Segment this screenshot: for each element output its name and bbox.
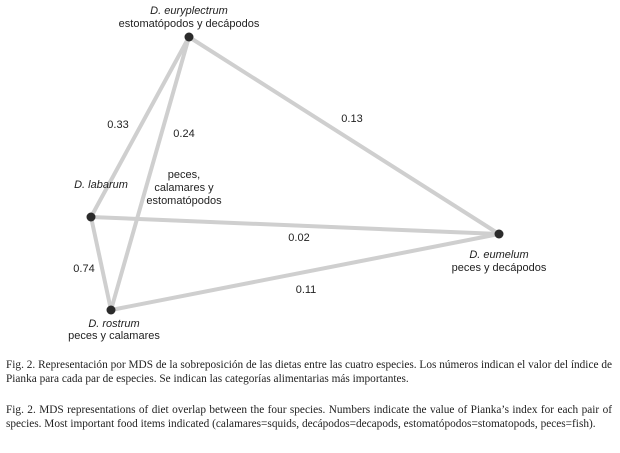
label-rostrum-diet: peces y calamares [68, 330, 160, 342]
label-labarum-diet-line-3: estomatópodos [146, 195, 222, 207]
label-labarum-diet-line-2: calamares y [154, 182, 214, 194]
edge-labarum-rostrum [89, 215, 113, 312]
edge-rostrum-euryplectrum [109, 35, 191, 312]
edge-rostrum-eumelum [109, 232, 501, 312]
label-rostrum-name: D. rostrum [88, 318, 139, 330]
figure-caption-spanish: Fig. 2. Representación por MDS de la sob… [6, 359, 612, 385]
value-labarum-eumelum: 0.02 [288, 232, 309, 244]
label-eumelum-diet: peces y decápodos [452, 262, 547, 274]
edge-labarum-eumelum [89, 215, 501, 236]
label-euryplectrum-diet: estomatópodos y decápodos [119, 18, 260, 30]
value-labarum-rostrum: 0.74 [73, 263, 94, 275]
value-labarum-euryplectrum: 0.33 [107, 119, 128, 131]
node-eumelum [494, 229, 504, 239]
label-eumelum-name: D. eumelum [469, 249, 528, 261]
label-labarum-name: D. labarum [74, 179, 128, 191]
mds-diagram: D. euryplectrum estomatópodos y decápodo… [68, 5, 547, 342]
figure-caption-english: Fig. 2. MDS representations of diet over… [6, 404, 612, 430]
node-euryplectrum [184, 32, 194, 42]
label-euryplectrum-name: D. euryplectrum [150, 5, 228, 17]
value-rostrum-eumelum: 0.11 [296, 284, 317, 296]
node-labarum [86, 212, 96, 222]
label-labarum-diet-line-1: peces, [168, 169, 200, 181]
value-rostrum-euryplectrum: 0.24 [173, 128, 194, 140]
edge-euryplectrum-eumelum [187, 35, 501, 236]
edge-labarum-euryplectrum [89, 35, 191, 219]
value-euryplectrum-eumelum: 0.13 [341, 113, 362, 125]
node-rostrum [106, 305, 116, 315]
